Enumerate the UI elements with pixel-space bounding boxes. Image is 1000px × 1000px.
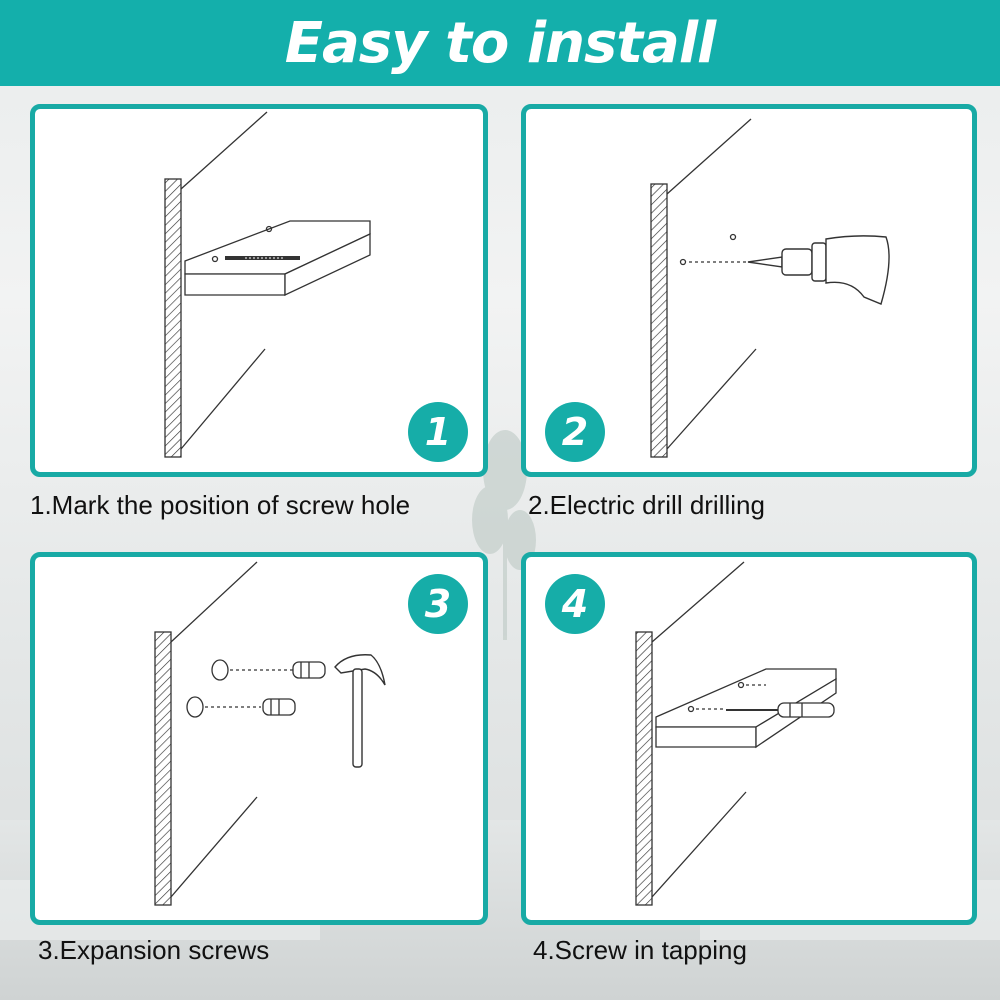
step-2-caption: 2.Electric drill drilling: [528, 490, 765, 520]
step-3-illustration: [154, 561, 386, 906]
step-4-badge: 4: [545, 574, 605, 634]
wall-section: [164, 178, 182, 458]
step-1-caption: 1.Mark the position of screw hole: [30, 490, 411, 520]
step-3-caption: 3.Expansion screws: [38, 935, 270, 965]
step-1-badge: 1: [408, 402, 468, 462]
step-4-panel: 4: [521, 552, 977, 925]
step-4-illustration: [635, 561, 837, 906]
page-title: Easy to install: [284, 10, 716, 76]
step-1-illustration: [164, 111, 371, 458]
step-1-panel: 1: [30, 104, 488, 477]
step-2-illustration: [650, 118, 890, 458]
step-3-panel: 3: [30, 552, 488, 925]
screw-icon: [262, 661, 326, 716]
step-3-badge: 3: [408, 574, 468, 634]
wall-section: [635, 631, 653, 906]
hammer-icon: [334, 654, 386, 768]
step-2-badge: 2: [545, 402, 605, 462]
header-banner: Easy to install: [0, 0, 1000, 86]
plant-decoration: [472, 430, 536, 640]
wall-section: [650, 183, 668, 458]
step-4-caption: 4.Screw in tapping: [533, 935, 747, 965]
step-2-panel: 2: [521, 104, 977, 477]
electric-drill-icon: [747, 235, 890, 305]
wall-section: [154, 631, 172, 906]
screwdriver-icon: [726, 702, 835, 718]
